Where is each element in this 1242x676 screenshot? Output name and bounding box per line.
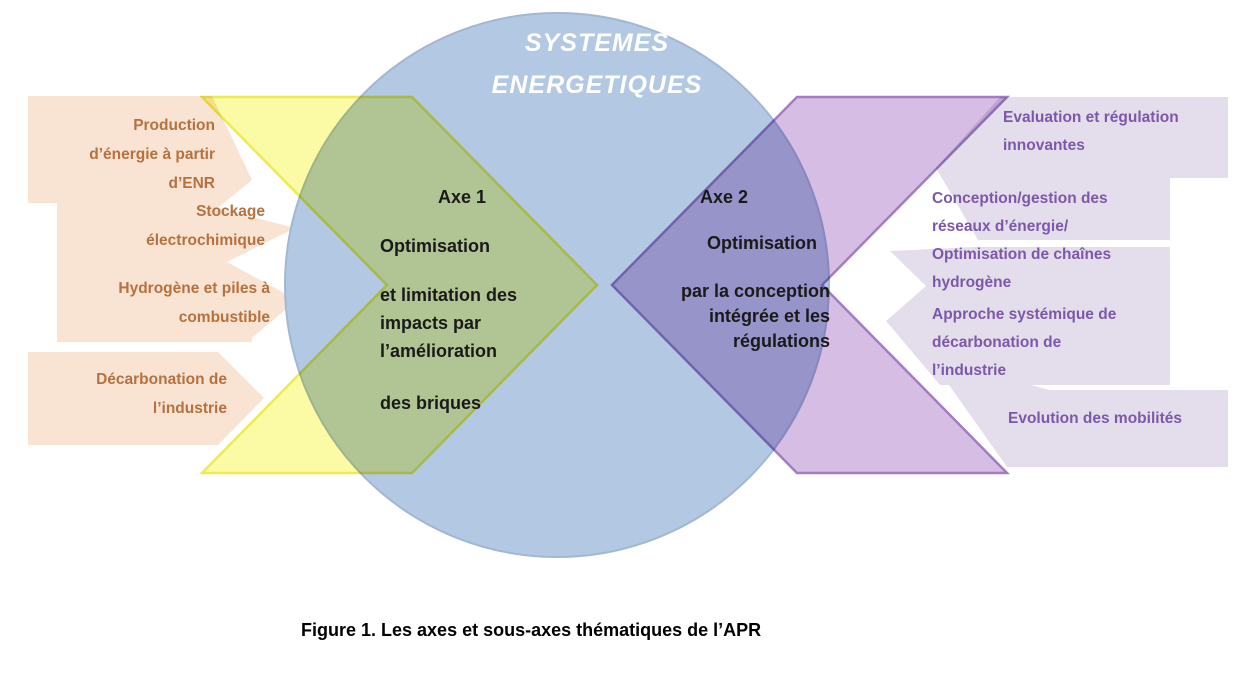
axe2-description: par la conception intégrée et les régula… [612,279,830,354]
right-item-conception: Conception/gestion des réseaux d’énergie… [932,185,1177,297]
axe1-optimisation: Optimisation [380,236,491,256]
left-item-line: d’ENR [168,175,216,192]
right-item-line: réseaux d’énergie/ [932,218,1069,235]
left-item-line: d’énergie à partir [89,146,215,163]
right-item-mobilites: Evolution des mobilités [1008,405,1238,433]
left-arrows-block-shape [28,96,297,342]
right-item-line: l’industrie [932,362,1007,379]
left-item-stockage: Stockage électrochimique [28,197,265,255]
right-item-line: Conception/gestion des [932,190,1108,207]
right-item-line: Approche systémique de [932,306,1117,323]
left-item-line: l’industrie [152,400,227,417]
diagram-title: SYSTEMES ENERGETIQUES [420,22,774,106]
right-item-approche: Approche systémique de décarbonation de … [932,301,1177,385]
left-item-line: Stockage [196,203,265,220]
left-item-line: Décarbonation de [96,371,227,388]
left-item-decarbonation: Décarbonation de l’industrie [28,365,227,423]
right-block-conception-approche-shape [886,247,1170,385]
axe1-line: l’amélioration [380,341,498,361]
right-item-line: Evaluation et régulation [1003,109,1179,126]
figure-caption: Figure 1. Les axes et sous-axes thématiq… [301,620,762,640]
axe1-yellow-chevron-shape [199,95,599,475]
axe1-label: Axe 1 [438,187,487,207]
left-item-hydrogene: Hydrogène et piles à combustible [28,274,270,332]
left-item-line: Hydrogène et piles à [118,280,270,297]
axe1-description: et limitation des impacts par l’améliora… [380,281,517,365]
axe1-briques: des briques [380,393,482,413]
right-item-line: Evolution des mobilités [1008,410,1182,427]
right-item-line: décarbonation de [932,334,1062,351]
axe2-line: intégrée et les [708,306,830,326]
left-item-line: électrochimique [146,232,265,249]
left-item-production-enr: Production d’énergie à partir d’ENR [28,111,215,198]
axe2-line: régulations [732,331,830,351]
left-item-line: combustible [178,309,270,326]
right-item-line: hydrogène [932,274,1012,291]
axe1-line: impacts par [380,313,482,333]
axe2-optimisation: Optimisation [706,233,817,253]
axe2-label: Axe 2 [700,187,749,207]
right-item-line: Optimisation de chaînes [932,246,1112,263]
left-item-line: Production [133,117,215,134]
right-block-mobilites-shape [930,358,1228,467]
diagram-title-line2: ENERGETIQUES [491,71,703,99]
right-item-line: innovantes [1003,137,1085,154]
left-arrow-decarbonation-shape [28,352,264,445]
right-block-evaluation-shape [936,97,1228,240]
axe2-line: par la conception [680,281,830,301]
axe1-line: et limitation des [380,285,518,305]
right-item-evaluation: Evaluation et régulation innovantes [1003,104,1228,160]
diagram-title-line1: SYSTEMES [524,29,670,57]
axe2-purple-chevron-shape [610,95,1010,475]
